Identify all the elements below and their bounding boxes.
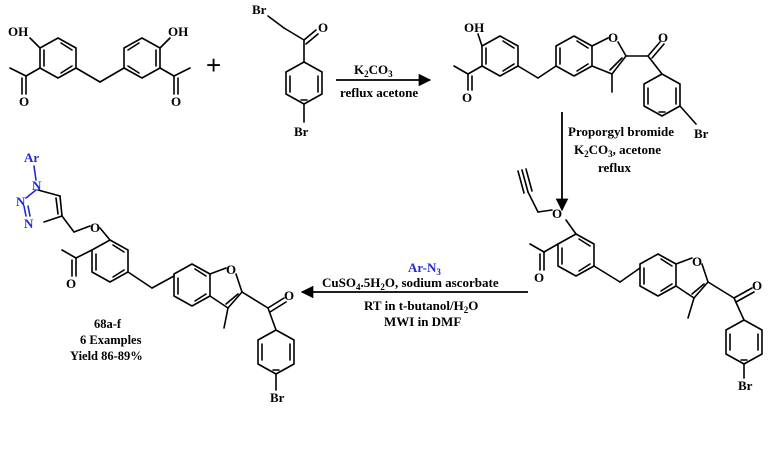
step2-reagent-line2: K2CO3, acetone (574, 142, 661, 159)
bromine-alpha-label: Br (252, 2, 267, 17)
step3-solvent-mwi: MWI in DMF (384, 314, 461, 329)
acetyl-oxygen-intermediate: O (462, 90, 472, 105)
triazole-product-molecule: Ar N N N O O O O Br (16, 150, 295, 405)
bromine-label-product: Br (270, 390, 285, 405)
hydroxyl-label-right: OH (168, 24, 188, 39)
triazole-n2-label: N (16, 194, 26, 209)
step3-reagent-azide: Ar-N3 (408, 260, 441, 277)
aryl-substituent-label: Ar (24, 150, 39, 165)
furan-oxygen-intermediate: O (608, 30, 618, 45)
propargyl-ether-molecule: O O O O Br (517, 168, 763, 393)
furan-oxygen-product: O (226, 262, 236, 277)
triazole-n1-label: N (32, 178, 42, 193)
product-examples: 6 Examples (80, 333, 142, 347)
bromine-aryl-label: Br (294, 124, 309, 139)
product-yield: Yield 86-89% (70, 349, 143, 363)
product-code: 68a-f (94, 317, 122, 331)
bromine-label-propargyl: Br (738, 378, 753, 393)
step3-catalyst: CuSO4.5H2O, sodium ascorbate (322, 275, 499, 292)
step1-reagent: K2CO3 (354, 62, 393, 79)
ketone-oxygen-propargyl: O (752, 278, 762, 293)
hydroxyl-label-left: OH (8, 24, 28, 39)
hydroxyl-label-intermediate: OH (464, 20, 484, 35)
triazole-n3-label: N (24, 216, 34, 231)
acetyl-oxygen-propargyl: O (534, 270, 544, 285)
plus-sign: + (206, 50, 221, 80)
furan-oxygen-propargyl: O (692, 254, 702, 269)
step2-reagent-line1: Proporgyl bromide (568, 124, 674, 139)
benzofuran-intermediate-molecule: OH O O O Br (453, 20, 709, 141)
acetyl-oxygen-product: O (66, 276, 76, 291)
dibromoacetophenone-molecule: Br O Br (252, 2, 328, 139)
ether-oxygen-product: O (90, 220, 100, 235)
step2-reagent-line3: reflux (598, 160, 631, 175)
ketone-oxygen-intermediate: O (658, 30, 668, 45)
ether-oxygen-propargyl: O (552, 206, 562, 221)
bromine-label-intermediate: Br (694, 126, 709, 141)
step3-solvent-rt: RT in t-butanol/H2O (364, 298, 478, 315)
ketone-oxygen-product: O (284, 288, 294, 303)
carbonyl-oxygen-ketone: O (318, 20, 328, 35)
bis-hydroxyacetophenone-molecule: OH OH O O (8, 24, 191, 109)
carbonyl-oxygen-right: O (171, 94, 181, 109)
step1-solvent: reflux acetone (340, 85, 418, 100)
carbonyl-oxygen-left: O (19, 94, 29, 109)
